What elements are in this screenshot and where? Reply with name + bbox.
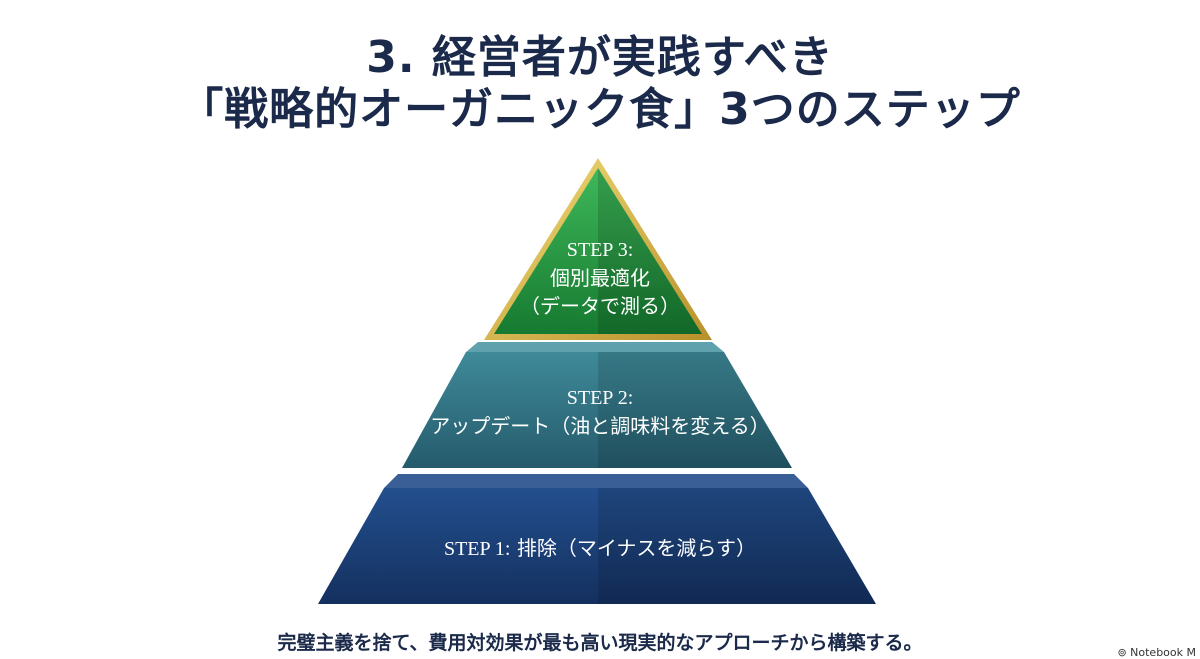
step3-id: STEP 3: [566, 239, 634, 261]
step3-text: 個別最適化 [550, 266, 650, 290]
badge-text: Notebook M [1130, 646, 1196, 659]
step1-id: STEP 1: [443, 538, 511, 560]
step1-label: STEP 1: 排除（マイナスを減らす） [0, 534, 1200, 563]
step2-id: STEP 2: [566, 387, 634, 409]
title-line-1: 3. 経営者が実践すべき [366, 32, 834, 83]
step2-tier [402, 352, 792, 468]
step1-tier-top-face [384, 474, 808, 488]
step2-text: アップデート（油と調味料を変える） [430, 414, 770, 438]
step2-tier-top-face [466, 342, 724, 352]
step3-sub: （データで測る） [520, 294, 680, 318]
step1-tier-shade [598, 488, 876, 604]
step3-tier-shade [598, 168, 702, 334]
step3-tier [494, 168, 702, 334]
notebooklm-badge: ⊚ Notebook M [1117, 646, 1196, 659]
notebooklm-logo-icon: ⊚ [1117, 646, 1127, 659]
step1-tier [318, 488, 876, 604]
step1-text: 排除（マイナスを減らす） [516, 536, 757, 560]
step2-tier-shade [598, 352, 792, 468]
pyramid-diagram [318, 158, 876, 604]
footer-text: 完璧主義を捨て、費用対効果が最も高い現実的なアプローチから構築する。 [277, 632, 923, 654]
title-line-2: 「戦略的オーガニック食」3つのステップ [179, 84, 1021, 135]
